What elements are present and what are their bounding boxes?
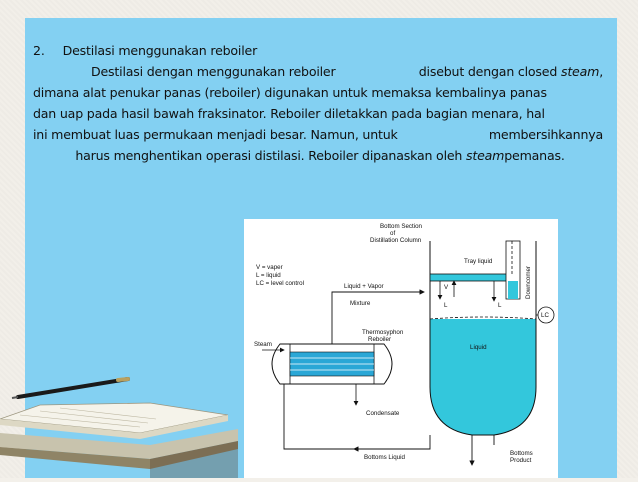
liquid-mark-right: L — [498, 302, 502, 309]
column-title-line-2: of — [390, 230, 395, 237]
line-5-italic: steam — [466, 148, 505, 163]
steam-label: Steam — [254, 341, 272, 348]
reboiler-diagram: Bottom Section of Distillation Column Tr… — [244, 219, 558, 478]
paragraph-line-4: ini membuat luas permukaan menjadi besar… — [33, 124, 603, 145]
tray — [429, 273, 513, 282]
line-3-text: dan uap pada hasil bawah fraksinator. Re… — [33, 106, 545, 121]
bottoms-product-label-1: Bottoms — [510, 450, 533, 457]
bottoms-product-label-2: Product — [510, 457, 532, 464]
lc-label: LC — [541, 312, 549, 319]
distillation-column — [429, 240, 555, 436]
slide-body-text: 2. Destilasi menggunakan reboiler Destil… — [33, 40, 603, 166]
liquid-mark-left: L — [444, 302, 448, 309]
heading-text: Destilasi menggunakan reboiler — [62, 43, 258, 58]
column-title-line-1: Bottom Section — [380, 223, 423, 230]
liquid-label: Liquid — [470, 344, 487, 351]
liquid-vapor-label: Liquid + Vapor — [344, 283, 384, 290]
column-title-line-3: Distillation Column — [370, 237, 422, 244]
legend-lc: LC = level control — [256, 280, 304, 287]
paragraph-line-3: dan uap pada hasil bawah fraksinator. Re… — [33, 103, 603, 124]
book-pen-icon — [0, 375, 240, 478]
paragraph-line-1: Destilasi dengan menggunakan reboiler di… — [33, 61, 603, 82]
line-4-part-1: ini membuat luas permukaan menjadi besar… — [33, 127, 398, 142]
line-5-part-1: harus menghentikan operasi distilasi. Re… — [75, 148, 463, 163]
paragraph-line-2: dimana alat penukar panas (reboiler) dig… — [33, 82, 603, 103]
diagram-labels: Bottom Section of Distillation Column Tr… — [254, 223, 549, 464]
piping — [283, 289, 495, 466]
legend-v: V = vaper — [256, 264, 283, 271]
line-1-part-1: Destilasi dengan menggunakan reboiler — [91, 64, 336, 79]
section-heading: 2. Destilasi menggunakan reboiler — [33, 40, 603, 61]
heading-number: 2. — [33, 43, 45, 58]
tray-liquid-label: Tray liquid — [464, 258, 493, 265]
line-5-part-3: pemanas. — [504, 148, 565, 163]
thermosyphon-reboiler — [262, 343, 393, 406]
reboiler-label-2: Reboiler — [368, 336, 391, 343]
mixture-label: Mixture — [350, 300, 371, 307]
line-4-part-2: membersihkannya — [488, 127, 603, 142]
vapor-mark: V — [444, 284, 449, 291]
downcomer-label: Downcomer — [525, 266, 532, 299]
reboiler-label-1: Thermosyphon — [362, 329, 404, 336]
paragraph-line-5: harus menghentikan operasi distilasi. Re… — [33, 145, 603, 166]
line-1-part-2: disebut dengan closed steam, — [418, 64, 603, 79]
line-2-text: dimana alat penukar panas (reboiler) dig… — [33, 85, 547, 100]
bottoms-liquid-label: Bottoms Liquid — [364, 454, 405, 461]
legend-l: L = liquid — [256, 272, 281, 279]
condensate-label: Condensate — [366, 410, 400, 417]
